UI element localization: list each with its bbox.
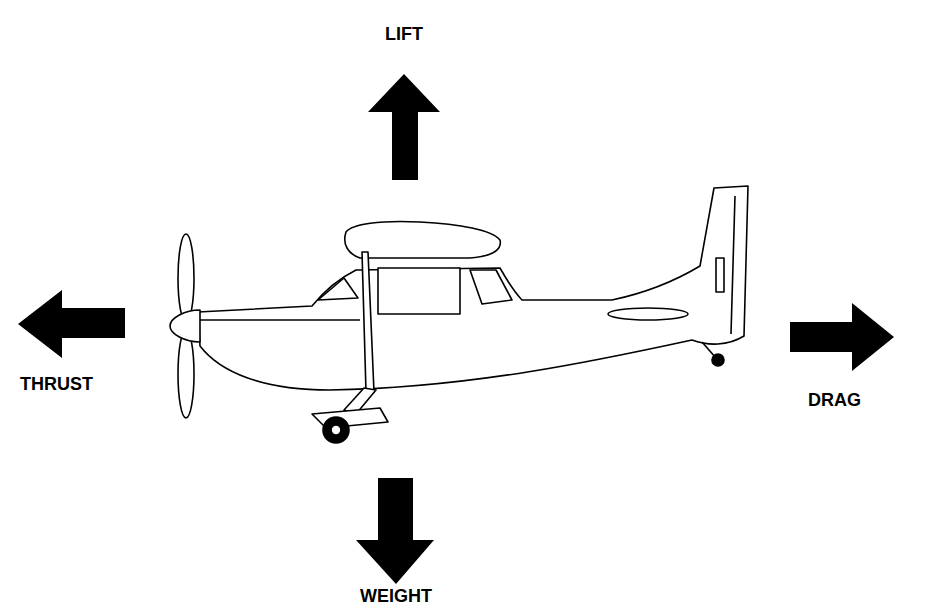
fuselage [198,186,748,390]
wheel-hub [331,425,341,435]
force-arrows [18,74,894,584]
force-label: THRUST [20,374,93,395]
windshield [318,278,358,300]
weight-arrow [356,478,434,584]
force-label: LIFT [385,24,423,45]
tail-wheel [712,354,724,366]
rear-window [470,270,512,304]
propeller-spinner [170,310,200,342]
rudder [731,196,735,334]
cowl-line [200,319,360,321]
main-wheel [323,417,349,443]
force-label: DRAG [808,390,861,411]
lift-arrow [368,74,440,180]
propeller-blade [178,330,194,418]
propeller-blade [178,234,194,322]
horizontal-stabilizer [608,308,688,320]
force-label: WEIGHT [360,586,432,607]
cabin-window [378,268,460,314]
thrust-arrow [18,290,125,358]
airplane [170,186,748,443]
trim-tab [716,258,724,292]
drag-arrow [790,303,894,371]
wing-strut [362,252,374,392]
